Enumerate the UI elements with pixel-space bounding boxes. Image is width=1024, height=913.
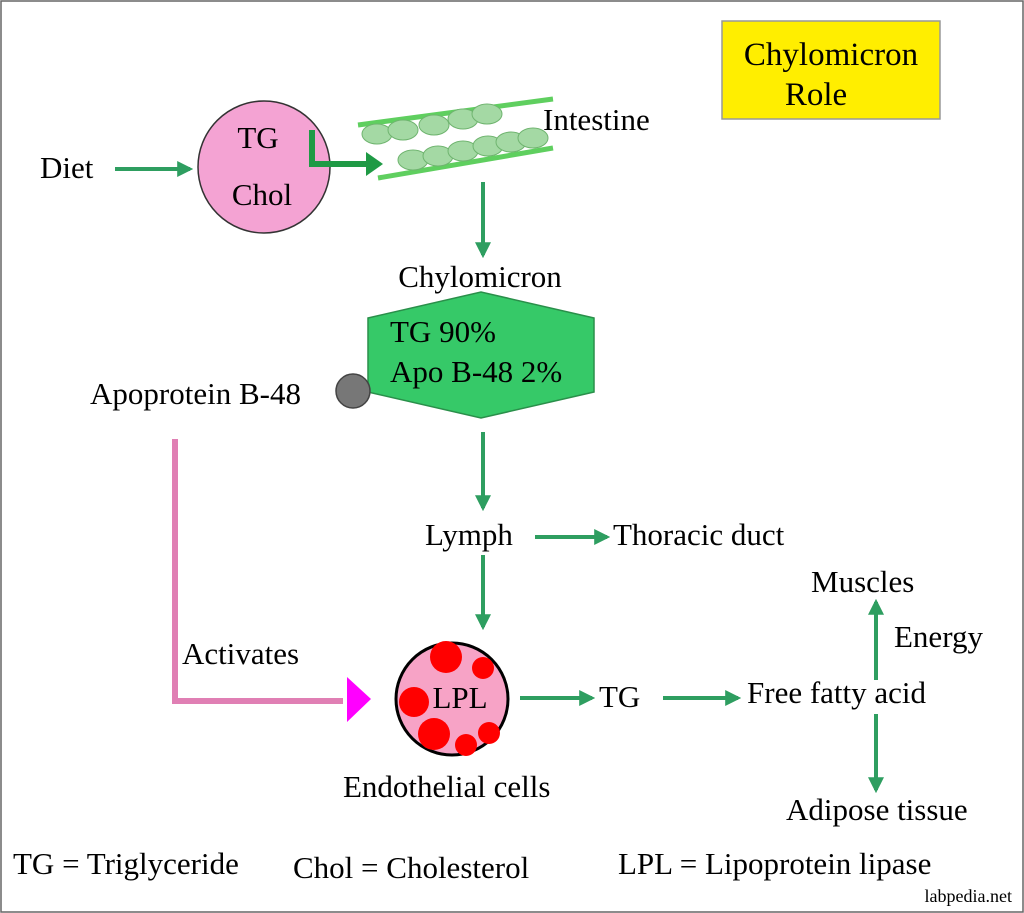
particle-tg-label: TG: [237, 120, 278, 155]
title-box: Chylomicron Role: [721, 20, 941, 120]
activates-path: [172, 439, 343, 704]
diet-label: Diet: [40, 150, 94, 185]
title-line-2: Role: [785, 77, 847, 113]
tg-output-label: TG: [599, 679, 640, 714]
endothelial-cells-label: Endothelial cells: [343, 769, 550, 804]
watermark: labpedia.net: [925, 886, 1012, 906]
activates-arrow-head: [347, 677, 371, 722]
activates-label: Activates: [182, 636, 299, 671]
thoracic-duct-label: Thoracic duct: [613, 517, 785, 552]
lpl-label: LPL: [432, 680, 487, 715]
muscles-label: Muscles: [811, 564, 914, 599]
arrow-particle-to-intestine-head: [366, 152, 383, 176]
arrow-particle-to-intestine: [309, 130, 370, 167]
free-fatty-acid-label: Free fatty acid: [747, 675, 927, 710]
intestine-label: Intestine: [543, 102, 650, 137]
apoprotein-label: Apoprotein B-48: [90, 376, 301, 411]
diet-particle: TG Chol: [197, 100, 331, 234]
chylomicron-label: Chylomicron: [398, 259, 562, 294]
legend-tg: TG = Triglyceride: [13, 846, 239, 881]
apoprotein-dot: [335, 373, 371, 409]
intestine-drawing: [357, 96, 554, 181]
title-line-1: Chylomicron: [744, 37, 918, 73]
lymph-label: Lymph: [425, 517, 513, 552]
legend-chol: Chol = Cholesterol: [293, 850, 529, 885]
particle-chol-label: Chol: [232, 177, 292, 212]
adipose-tissue-label: Adipose tissue: [786, 792, 968, 827]
chylomicron-tg-percent: TG 90%: [390, 314, 496, 349]
chylomicron-apo-percent: Apo B-48 2%: [390, 354, 562, 389]
energy-label: Energy: [894, 619, 983, 654]
endothelial-cell: LPL: [394, 641, 510, 757]
chylomicron-hexagon: TG 90% Apo B-48 2%: [367, 291, 595, 419]
legend-lpl: LPL = Lipoprotein lipase: [618, 846, 931, 881]
